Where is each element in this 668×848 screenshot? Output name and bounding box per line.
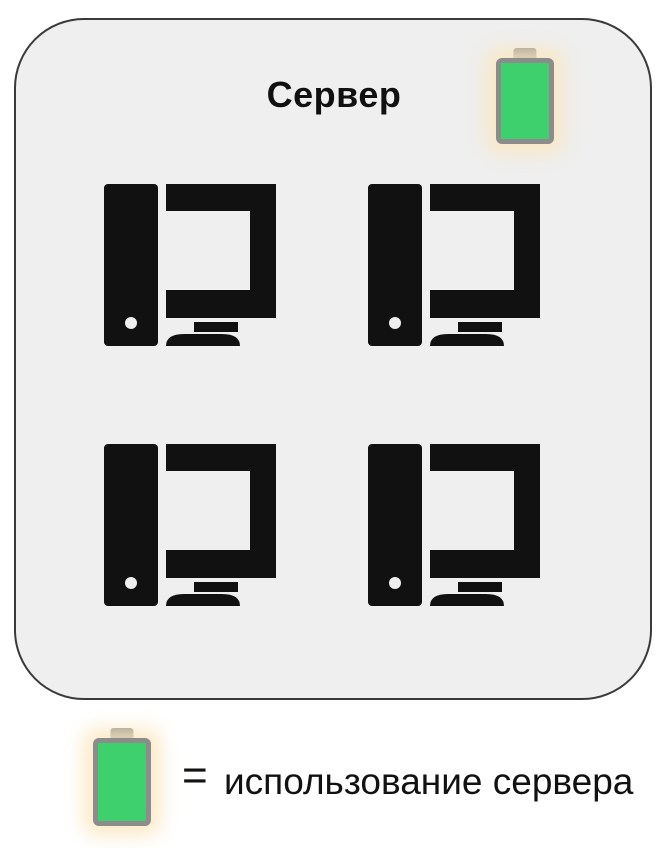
- desktop-computer-icon: [104, 444, 276, 606]
- battery-terminal: [513, 48, 537, 60]
- desktop-computer-icon: [368, 184, 540, 346]
- legend-equals-sign: =: [182, 751, 208, 800]
- desktop-computer-icon: [368, 444, 540, 606]
- battery-terminal: [110, 728, 134, 740]
- battery-body: [496, 57, 554, 144]
- legend-label: использование сервера: [224, 761, 634, 802]
- server-battery-icon: [496, 48, 554, 144]
- server-title: Сервер: [266, 74, 402, 115]
- desktop-computer-icon: [104, 184, 276, 346]
- battery-body: [93, 737, 151, 826]
- legend-battery-icon: [93, 728, 151, 826]
